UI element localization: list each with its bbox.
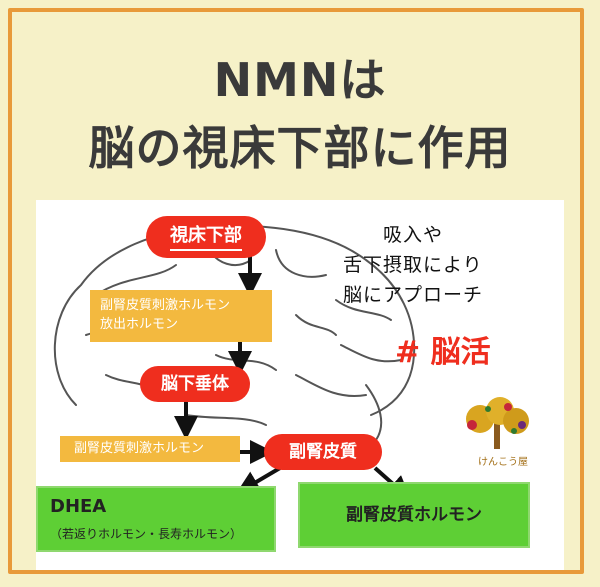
- tree-logo: [466, 397, 529, 449]
- pituitary-label: 脳下垂体: [161, 374, 229, 394]
- dhea-subtitle: （若返りホルモン・長寿ホルモン）: [50, 527, 243, 541]
- side-text-line1: 吸入や: [383, 224, 444, 246]
- acth-box: 副腎皮質刺激ホルモン: [60, 436, 240, 462]
- hashtag-label: # 脳活: [395, 335, 491, 370]
- dhea-title: DHEA: [50, 496, 107, 517]
- side-text-line3: 脳にアプローチ: [343, 284, 484, 306]
- crh-box: 副腎皮質刺激ホルモン 放出ホルモン: [90, 290, 272, 342]
- logo-text: けんこう屋: [478, 457, 528, 468]
- hypothalamus-badge: 視床下部: [146, 216, 266, 258]
- page-frame: [8, 8, 584, 574]
- adrenal-cortex-label: 副腎皮質: [289, 442, 357, 462]
- side-text-line2: 舌下摂取により: [343, 254, 483, 276]
- page-title-line2: 脳の視床下部に作用: [88, 121, 512, 175]
- cortical-hormone-box: 副腎皮質ホルモン: [298, 482, 530, 548]
- adrenal-cortex-badge: 副腎皮質: [264, 434, 382, 470]
- cortical-hormone-label: 副腎皮質ホルモン: [346, 505, 482, 525]
- page-title-line1: NMNは: [213, 53, 387, 107]
- side-text: 吸入や 舌下摂取により 脳にアプローチ: [343, 220, 483, 310]
- dhea-box: DHEA （若返りホルモン・長寿ホルモン）: [36, 486, 276, 552]
- arrow-adrenal-to-dhea: [235, 466, 282, 495]
- pituitary-badge: 脳下垂体: [140, 366, 250, 402]
- hypothalamus-label: 視床下部: [170, 223, 242, 251]
- crh-label-line2: 放出ホルモン: [100, 317, 179, 332]
- acth-label: 副腎皮質刺激ホルモン: [74, 441, 205, 456]
- crh-label-line1: 副腎皮質刺激ホルモン: [100, 298, 231, 313]
